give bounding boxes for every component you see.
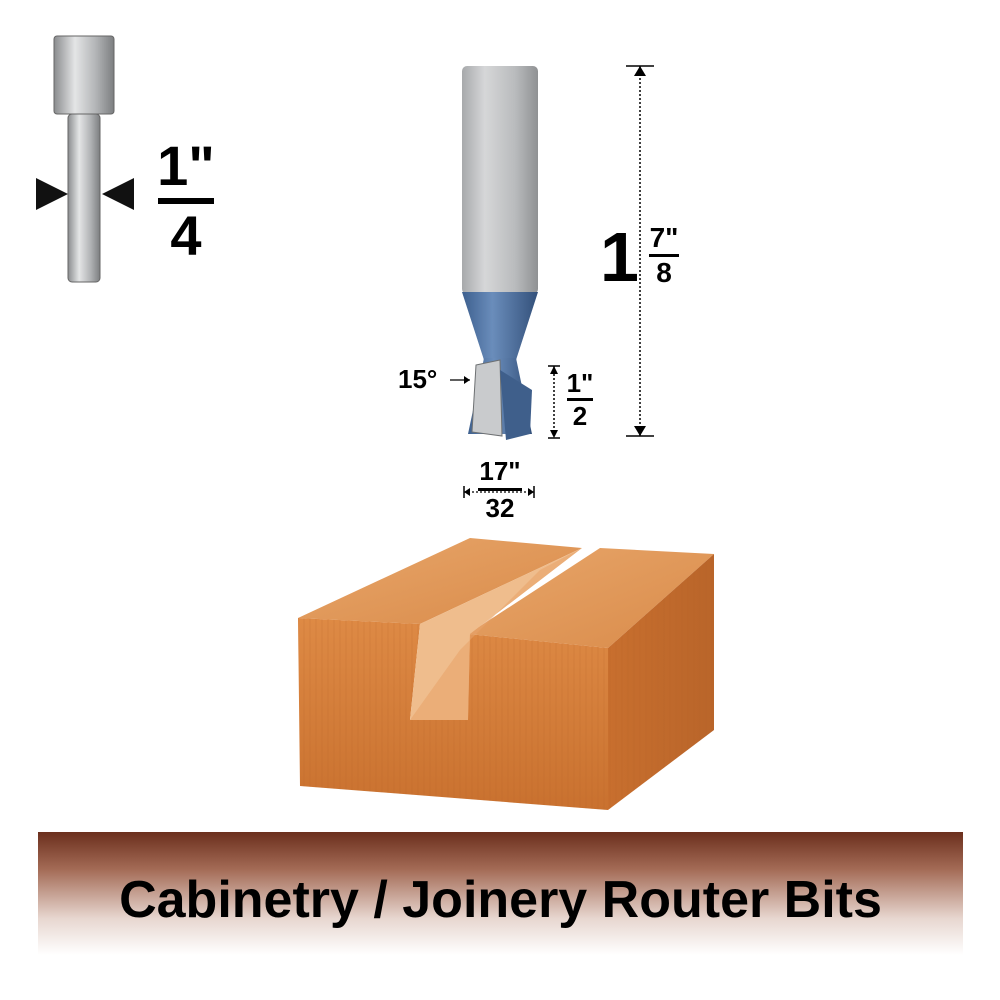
cut-height-denominator: 2 — [572, 401, 588, 431]
arrow-left-icon — [102, 178, 134, 210]
cut-diameter-denominator: 32 — [485, 493, 515, 523]
length-dimension-line — [626, 65, 654, 437]
length-fraction: 7" 8 — [642, 224, 686, 287]
cut-height-numerator: 1" — [566, 368, 594, 398]
length-whole: 1 — [600, 218, 639, 296]
cut-height-dimension-line — [548, 365, 560, 439]
cut-diameter-dimension-line — [463, 486, 535, 498]
router-bit-image — [462, 66, 538, 440]
cut-diameter-numerator: 17" — [479, 456, 521, 486]
wood-block-image — [298, 538, 714, 810]
length-numerator: 7" — [649, 222, 679, 253]
category-banner: Cabinetry / Joinery Router Bits — [38, 832, 963, 955]
shank-numerator: 1" — [157, 134, 215, 197]
angle-label: 15° — [398, 364, 438, 394]
shank-icon — [36, 35, 134, 283]
shank-diameter-label: 1" 4 — [146, 138, 226, 264]
banner-title: Cabinetry / Joinery Router Bits — [119, 871, 882, 929]
length-denominator: 8 — [656, 257, 672, 288]
cut-diameter-label: 17" 32 — [468, 458, 532, 521]
arrow-right-icon — [36, 178, 68, 210]
shank-denominator: 4 — [170, 204, 202, 267]
angle-pointer — [450, 376, 470, 384]
cut-height-label: 1" 2 — [560, 370, 600, 429]
